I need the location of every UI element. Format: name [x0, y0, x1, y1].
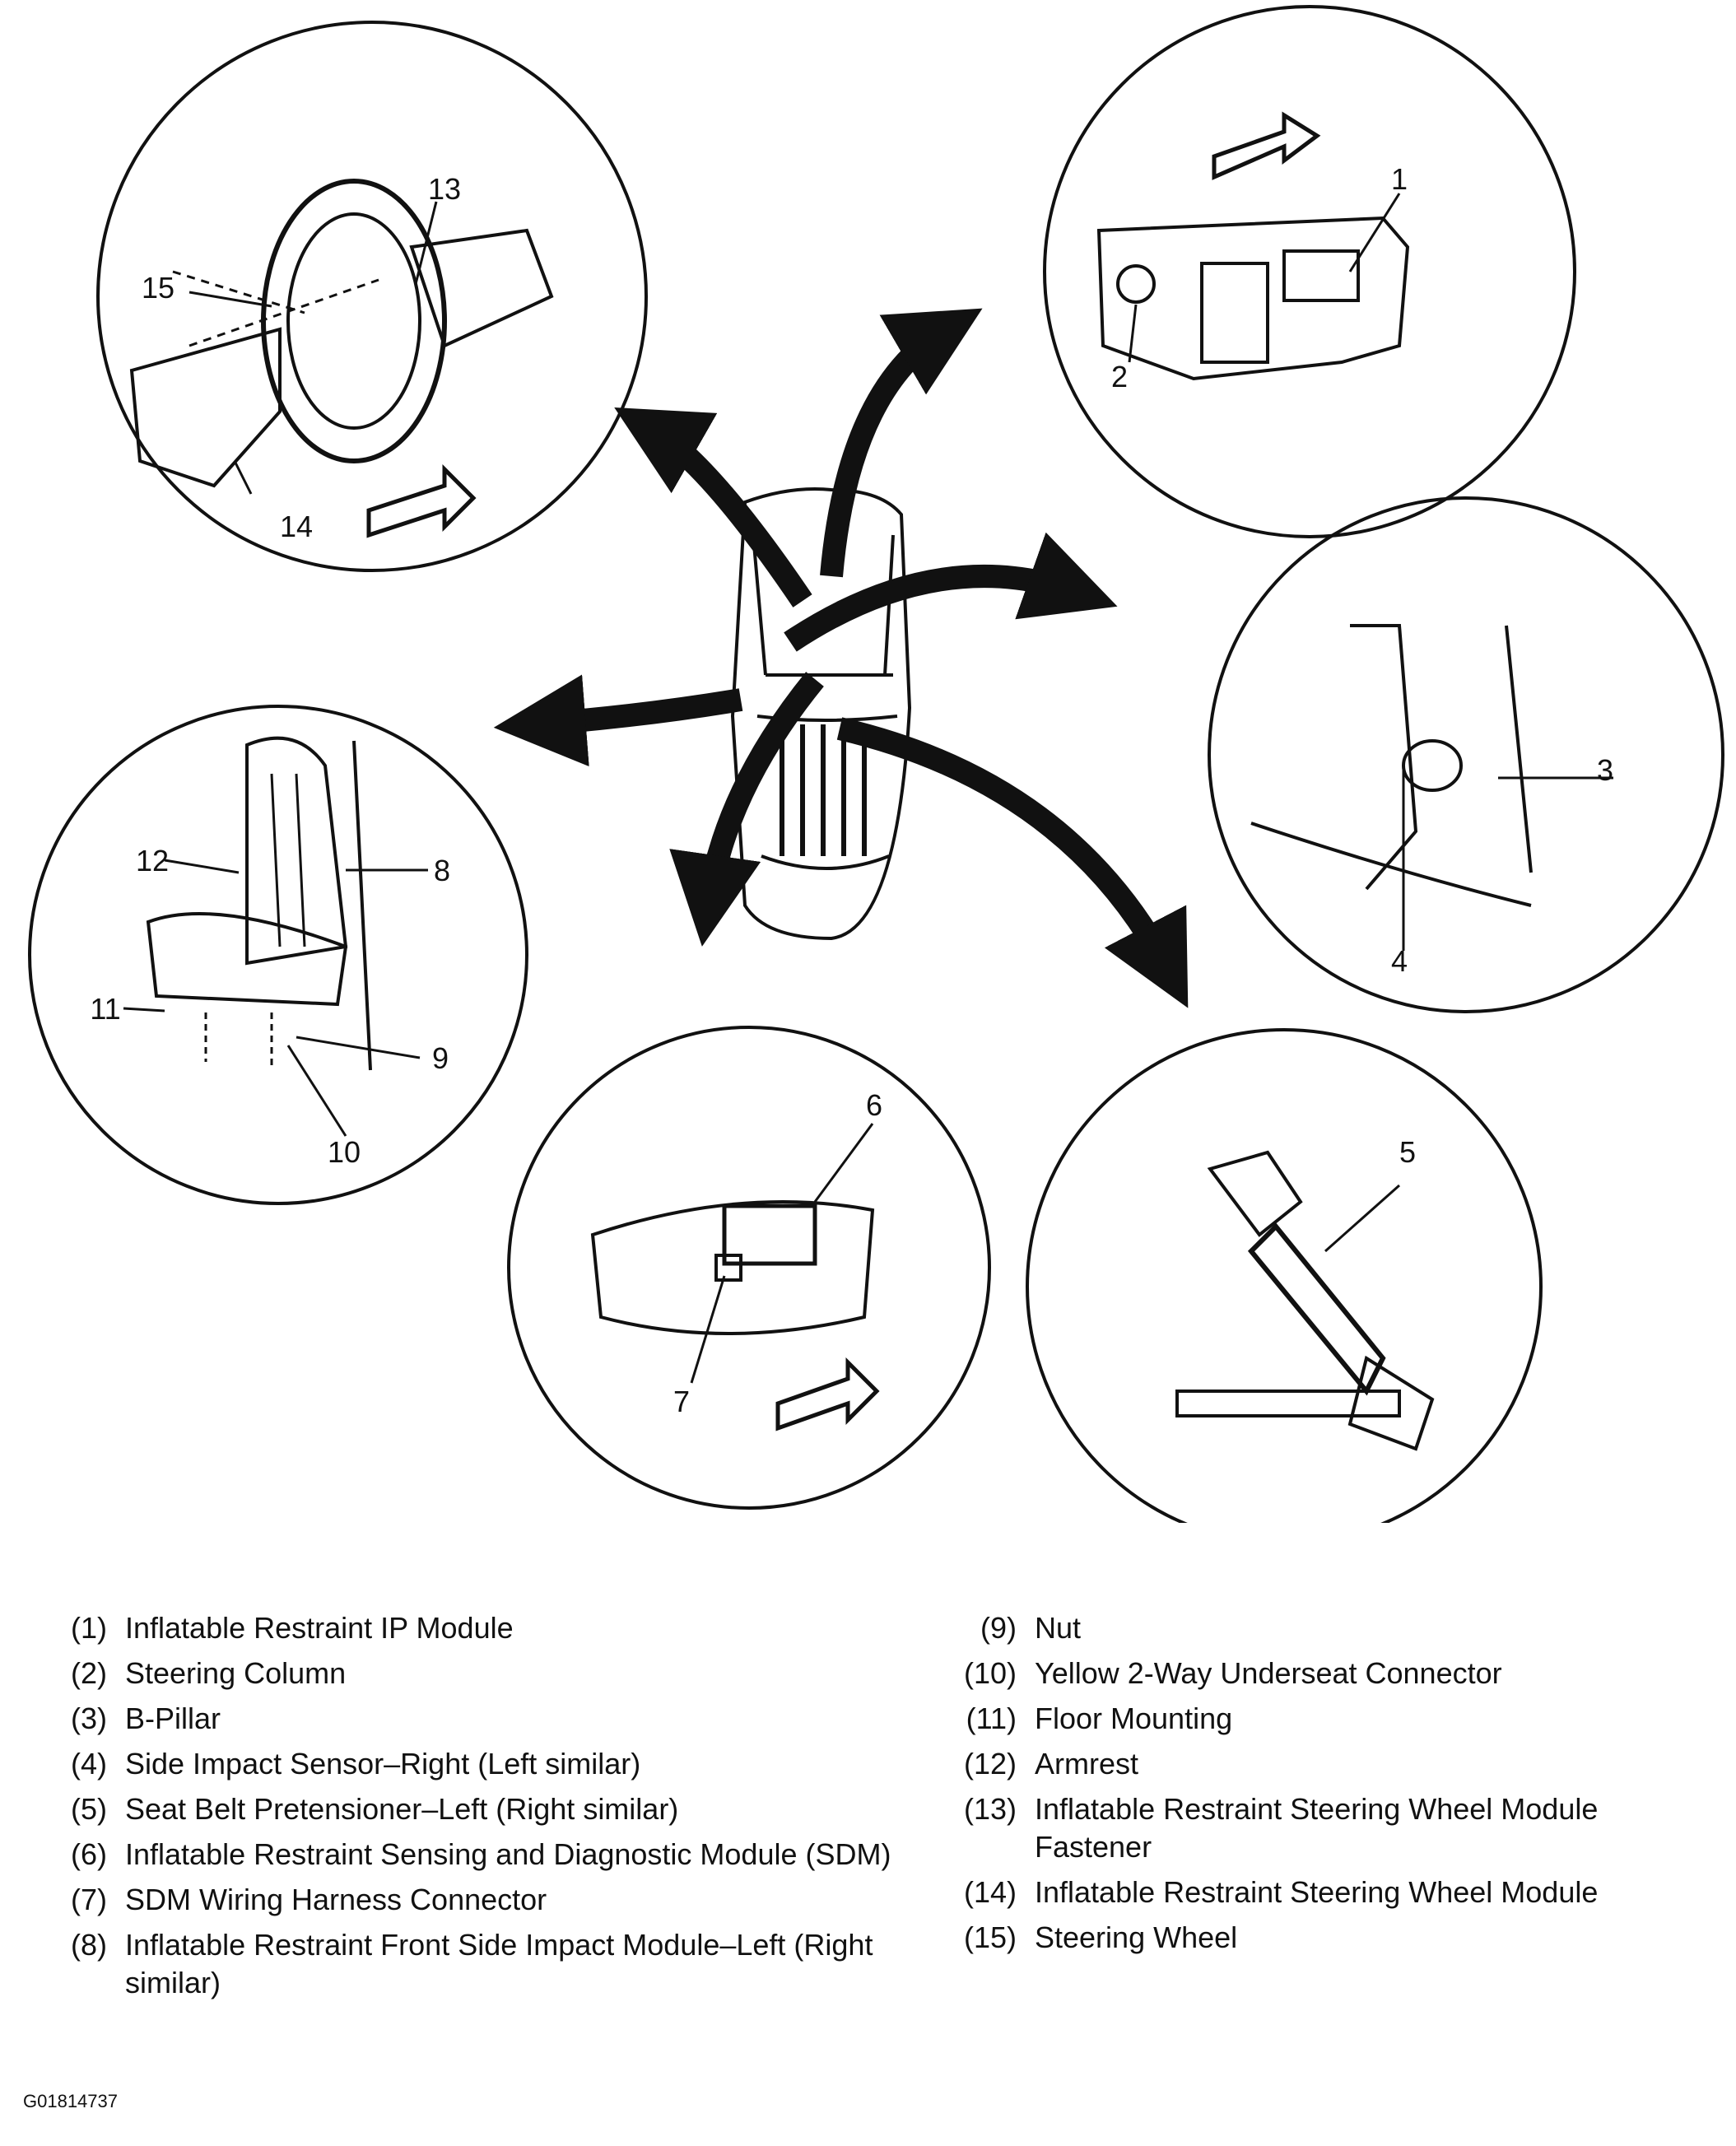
steering-wheel-view	[96, 21, 648, 572]
figure-code: G01814737	[23, 2091, 118, 2111]
legend-text: Steering Wheel	[1035, 1920, 1238, 1954]
legend-text: Inflatable Restraint IP Module	[125, 1611, 514, 1645]
legend-text: Inflatable Restraint Steering Wheel Modu…	[1035, 1875, 1599, 1909]
callout-labels: 1 2 3 4 5 6 7 8 9 10 11 12 13 14 15	[90, 162, 1613, 1418]
legend-number: (15)	[963, 1920, 1017, 1954]
legend-item: (10) Yellow 2-Way Underseat Connector	[934, 1655, 1716, 1692]
legend-item: (3) B-Pillar	[25, 1700, 897, 1738]
legend-text: Yellow 2-Way Underseat Connector	[1035, 1656, 1502, 1690]
pretensioner-view	[1026, 1028, 1543, 1523]
callout-7: 7	[673, 1385, 690, 1418]
legend-item: (7) SDM Wiring Harness Connector	[25, 1881, 897, 1919]
legend-item: (6) Inflatable Restraint Sensing and Diag…	[25, 1836, 897, 1874]
callout-8: 8	[434, 854, 450, 887]
callout-9: 9	[432, 1041, 449, 1075]
legend-item: (15) Steering Wheel	[934, 1919, 1716, 1957]
legend-number: (8)	[71, 1928, 107, 1962]
legend-number: (6)	[71, 1837, 107, 1871]
legend-text: Seat Belt Pretensioner–Left (Right simil…	[125, 1792, 679, 1826]
airbag-system-diagram: 1 2 3 4 5 6 7 8 9 10 11 12 13 14 15	[28, 5, 1724, 1523]
callout-4: 4	[1391, 944, 1408, 978]
arrow-to-bpillar-view	[784, 532, 1118, 652]
callout-14: 14	[280, 510, 313, 543]
legend-text: Steering Column	[125, 1656, 347, 1690]
legend-number: (4)	[71, 1747, 107, 1781]
legend-number: (12)	[963, 1747, 1017, 1781]
legend-text: Inflatable Restraint Front Side Impact M…	[125, 1928, 873, 1999]
seat-view	[28, 705, 528, 1205]
callout-10: 10	[328, 1135, 361, 1169]
bpillar-view	[1208, 496, 1724, 1013]
arrow-to-sdm-view	[669, 672, 824, 947]
legend-text: Nut	[1035, 1611, 1082, 1645]
legend-text: Armrest	[1035, 1747, 1138, 1781]
legend-item: (12) Armrest	[934, 1745, 1716, 1783]
direction-block-arrow	[1212, 111, 1321, 180]
legend-left-column: (1) Inflatable Restraint IP Module (2) Ste…	[25, 1609, 897, 2009]
legend-item: (9) Nut	[934, 1609, 1716, 1647]
legend-text: Floor Mounting	[1035, 1701, 1233, 1735]
legend-number: (5)	[71, 1792, 107, 1826]
sdm-view	[507, 1026, 991, 1510]
callout-1: 1	[1391, 162, 1408, 196]
legend-number: (2)	[71, 1656, 107, 1690]
legend-right-column: (9) Nut (10) Yellow 2-Way Underseat Connec…	[934, 1609, 1716, 1964]
legend-text: Inflatable Restraint Steering Wheel Modu…	[1035, 1792, 1599, 1864]
callout-2: 2	[1111, 360, 1128, 393]
arrow-to-steering-view	[614, 407, 812, 607]
arrow-to-seat-view	[493, 674, 743, 767]
callout-5: 5	[1399, 1135, 1416, 1169]
callout-3: 3	[1597, 753, 1613, 787]
legend-number: (11)	[966, 1701, 1017, 1735]
callout-15: 15	[142, 271, 175, 305]
legend-item: (14) Inflatable Restraint Steering Wheel …	[934, 1874, 1716, 1911]
callout-13: 13	[428, 172, 461, 206]
callout-12: 12	[136, 844, 169, 877]
arrow-to-ip-view	[820, 308, 983, 578]
direction-block-arrow	[775, 1357, 880, 1431]
instrument-panel-view	[1043, 5, 1576, 538]
legend-item: (5) Seat Belt Pretensioner–Left (Right si…	[25, 1790, 897, 1828]
legend-number: (14)	[963, 1875, 1017, 1909]
direction-block-arrow	[366, 463, 477, 538]
legend-text: B-Pillar	[125, 1701, 221, 1735]
legend-text: Side Impact Sensor–Right (Left similar)	[125, 1747, 641, 1781]
legend-number: (3)	[71, 1701, 107, 1735]
legend-item: (8) Inflatable Restraint Front Side Impac…	[25, 1926, 897, 2002]
legend-number: (10)	[963, 1656, 1017, 1690]
legend-item: (13) Inflatable Restraint Steering Wheel …	[934, 1790, 1716, 1866]
legend-number: (1)	[71, 1611, 107, 1645]
legend-number: (13)	[963, 1792, 1017, 1826]
legend-item: (1) Inflatable Restraint IP Module	[25, 1609, 897, 1647]
callout-6: 6	[866, 1088, 882, 1122]
legend-number: (7)	[71, 1883, 107, 1916]
legend-item: (11) Floor Mounting	[934, 1700, 1716, 1738]
callout-11: 11	[90, 992, 120, 1026]
legend-number: (9)	[980, 1611, 1017, 1645]
arrow-to-pretensioner-view	[836, 717, 1189, 1008]
legend-item: (2) Steering Column	[25, 1655, 897, 1692]
legend-item: (4) Side Impact Sensor–Right (Left simila…	[25, 1745, 897, 1783]
legend-text: Inflatable Restraint Sensing and Diagnos…	[125, 1837, 891, 1871]
direction-arrows	[493, 308, 1189, 1008]
legend-text: SDM Wiring Harness Connector	[125, 1883, 547, 1916]
